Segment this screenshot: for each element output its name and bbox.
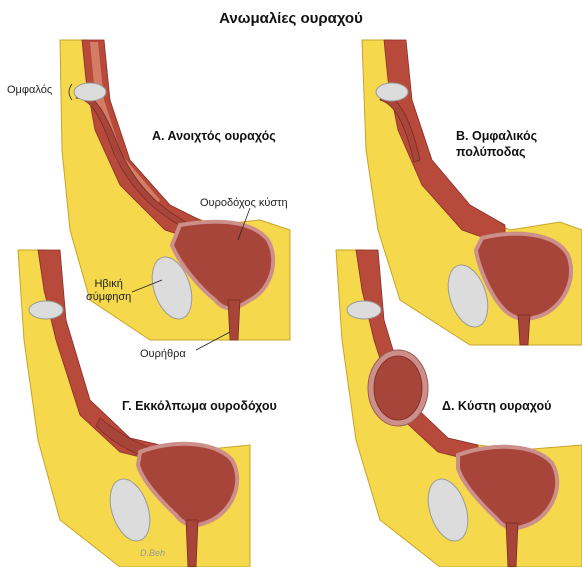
panel-a-title: Α. Ανοιχτός ουραχός xyxy=(152,128,276,144)
panel-b-umbilicus xyxy=(376,83,408,101)
panel-b-title-line1: Β. Ομφαλικός xyxy=(456,128,537,144)
panel-d-umbilicus xyxy=(347,301,381,319)
panel-c-title: Γ. Εκκόλπωμα ουροδόχου xyxy=(122,398,277,414)
panel-d-urethra xyxy=(506,523,518,567)
urethra-label: Ουρήθρα xyxy=(140,348,186,361)
panel-a-urethra xyxy=(228,300,240,340)
artist-signature: D.Beh xyxy=(140,548,165,558)
panel-b-urethra xyxy=(518,315,530,345)
bladder-label: Ουροδόχος κύστη xyxy=(200,197,288,210)
panel-c-umbilicus xyxy=(29,301,63,319)
panel-b-illustration xyxy=(362,40,582,345)
pubic-label-line1: Ηβική xyxy=(86,278,131,291)
umbilicus-label: Ομφαλός xyxy=(7,84,52,97)
pubic-label-line2: σύμφηση xyxy=(86,291,131,304)
panel-d-urachal-cyst xyxy=(374,356,422,420)
figure-title: Ανωμαλίες ουραχού xyxy=(0,10,582,27)
panel-d-title: Δ. Κύστη ουραχού xyxy=(442,398,551,414)
panel-b-title: Β. Ομφαλικός πολύποδας xyxy=(456,128,537,160)
pubic-symphysis-label: Ηβική σύμφηση xyxy=(86,278,131,304)
panel-b-title-line2: πολύποδας xyxy=(456,144,537,160)
panel-c-urethra xyxy=(186,520,198,567)
panel-a-umbilicus xyxy=(74,83,106,101)
